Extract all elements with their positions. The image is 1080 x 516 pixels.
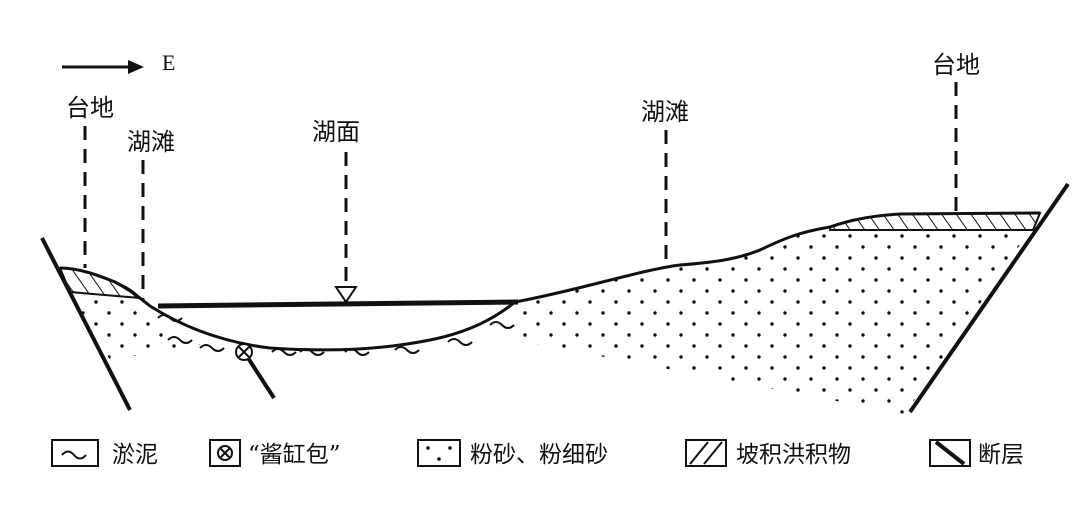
fault-left [40,237,132,411]
ground-surface [59,211,1041,352]
legend-item-silt-fine-sand: 粉砂、粉细砂 [417,439,608,468]
label-terrace-left: 台地 [66,94,114,122]
label-beach-left: 湖滩 [127,128,175,156]
legend-item-fault: 断层 [929,439,1024,468]
label-lake-surface: 湖面 [312,118,360,146]
right-sand-body [515,228,1030,414]
legend-label-jiang-gang-bao: “酱缸包” [248,442,341,468]
legend-label-fault: 断层 [978,442,1024,468]
legend-item-silt: 淤泥 [51,439,158,468]
fault-right [908,182,1070,414]
silt-squiggles [157,314,515,356]
water-level-marker-icon [334,286,358,304]
legend: 淤泥 “酱缸包” 粉砂、粉细砂 坡积洪积物 断层 [51,439,1024,468]
left-sand-body [70,292,200,360]
fault-center [246,356,276,400]
jiang-gang-bao-icon [235,343,253,361]
legend-item-colluvial-deposit: 坡积洪积物 [685,439,851,468]
legend-label-silt: 淤泥 [112,442,158,468]
direction-arrow: E [62,50,175,75]
leader-lines [83,82,958,300]
arrowhead-icon [128,60,144,74]
label-terrace-right: 台地 [932,51,980,79]
silt-swatch-icon [51,439,99,467]
legend-item-jiang-gang-bao: “酱缸包” [209,439,341,468]
legend-label-silt-fine-sand: 粉砂、粉细砂 [470,442,608,468]
label-beach-right: 湖滩 [641,98,689,126]
direction-label: E [162,50,175,75]
silt-squiggle-icon [61,450,87,460]
right-colluvial-deposit [829,211,1042,231]
legend-label-colluvial-deposit: 坡积洪积物 [736,442,851,468]
lake-surface-line [157,299,519,309]
silt-fine-sand-swatch-icon [417,439,461,467]
